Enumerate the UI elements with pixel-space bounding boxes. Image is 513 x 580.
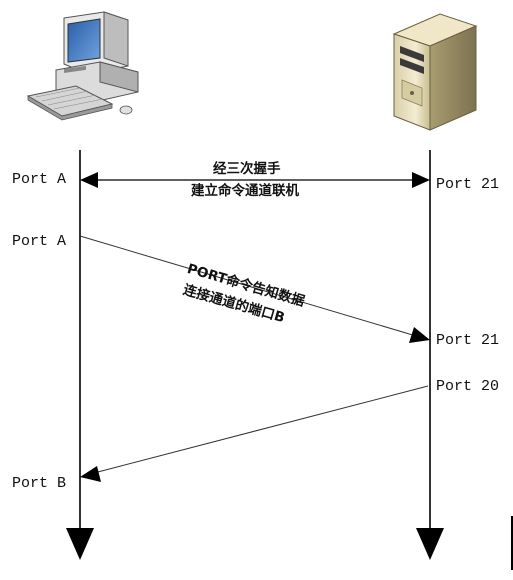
server-lifeline-arrowhead: [416, 528, 444, 560]
client-lifeline-arrowhead: [66, 528, 94, 560]
data-connection-arrowhead: [80, 466, 101, 482]
port-command-arrowhead: [409, 327, 430, 343]
server-port-21-label-1: Port 21: [436, 176, 500, 193]
client-port-a-label-2: Port A: [12, 233, 67, 250]
client-port-a-label-1: Port A: [12, 171, 67, 188]
handshake-caption-line1: 经三次握手: [213, 161, 281, 177]
edge-divider: [511, 516, 513, 570]
data-connection-arrow: [93, 385, 429, 474]
client-port-b-label: Port B: [12, 475, 67, 492]
handshake-caption-line2: 建立命令通道联机: [191, 183, 299, 199]
server-tower-icon: [392, 13, 478, 131]
port-command-arrow: [79, 235, 417, 337]
desktop-computer-icon: [26, 11, 139, 121]
handshake-arrowhead-right: [412, 172, 430, 188]
server-port-20-label: Port 20: [436, 378, 500, 395]
server-port-21-label-2: Port 21: [436, 332, 500, 349]
handshake-arrowhead-left: [80, 172, 98, 188]
